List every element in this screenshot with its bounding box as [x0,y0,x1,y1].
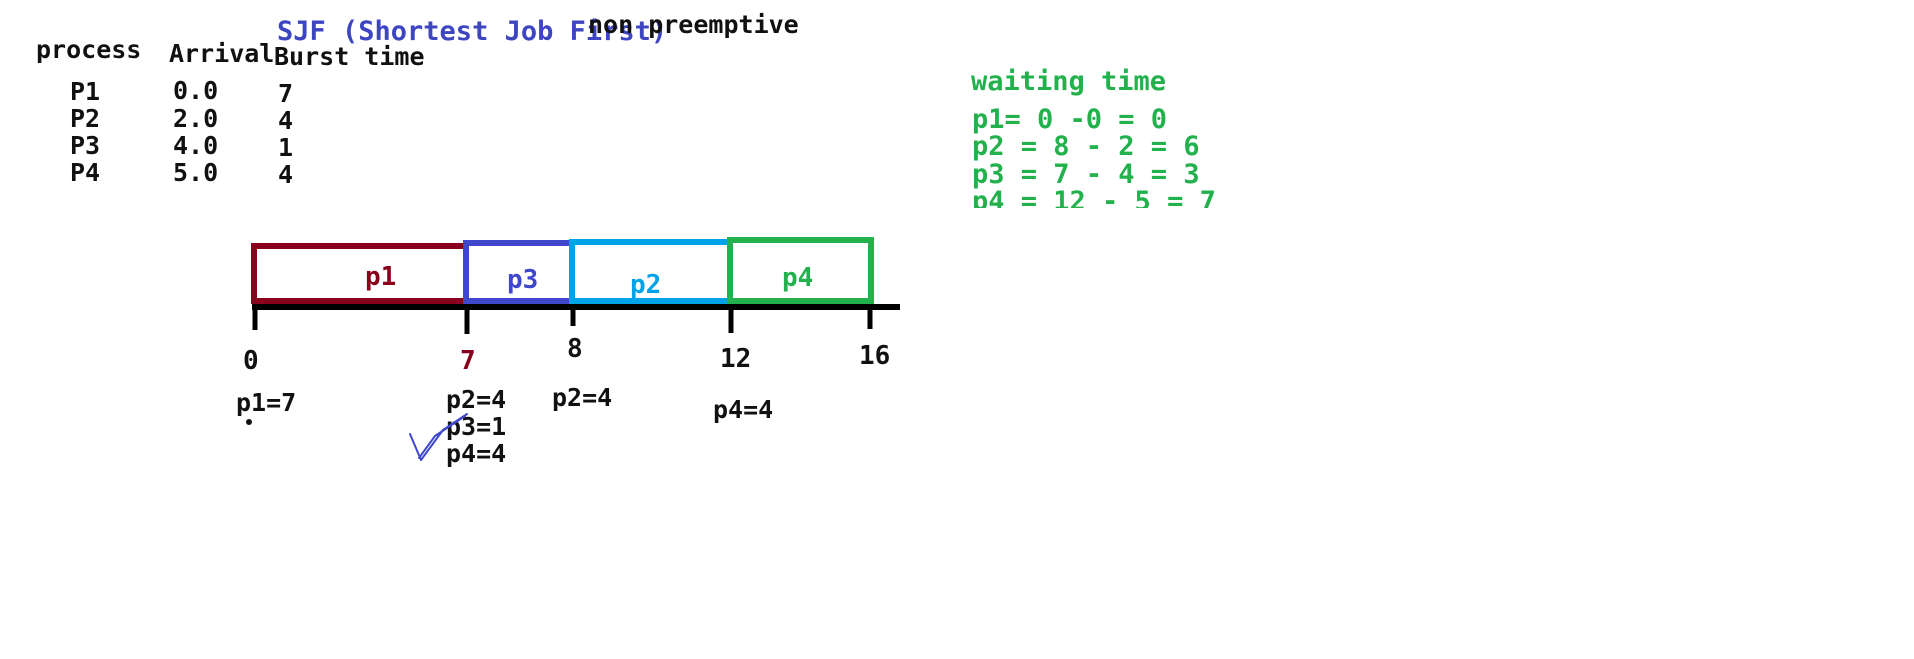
gantt-block-label-p2: p2 [630,270,662,300]
waiting-title: waiting time [971,66,1167,97]
gantt-block-p2 [569,239,734,304]
row-process-p2: P2 [70,104,101,133]
waiting-line-p2: p2 = 8 - 2 = 6 [972,131,1200,162]
tick-label-8: 8 [567,334,583,364]
diagram-title: SJF (Shortest Job First) [277,16,668,47]
checkmark-icon [409,413,468,461]
tick-label-12: 12 [720,344,752,374]
note-at-8: p2=4 [552,383,613,412]
gantt-block-label-p4: p4 [782,263,814,293]
row-process-p4: P4 [70,158,101,187]
header-process: process [36,35,142,64]
row-process-p3: P3 [70,131,101,160]
gantt-block-label-p3: p3 [507,265,539,295]
row-burst-p4: 4 [278,160,294,189]
waiting-line-p1: p1= 0 -0 = 0 [972,104,1168,135]
diagram-subtitle: non preemptive [588,10,799,39]
row-arrival-p3: 4.0 [173,131,219,160]
dot-mark [246,419,252,425]
row-arrival-p4: 5.0 [173,158,219,187]
row-burst-p1: 7 [278,79,294,108]
note-at-0: p1=7 [236,388,297,417]
tick-label-0: 0 [243,346,259,376]
gantt-block-p1 [251,243,470,304]
gantt-block-p4 [727,237,874,304]
row-process-p1: P1 [70,77,101,106]
note-at-7-line-2: p3=1 [446,412,507,441]
header-arrival: Arrival [169,39,275,68]
header-burst: Burst time [274,42,425,71]
gantt-block-label-p1: p1 [365,262,397,292]
row-burst-p3: 1 [278,133,294,162]
tick-label-7: 7 [460,346,476,376]
note-at-7-line-3: p4=4 [446,439,507,468]
note-at-12: p4=4 [713,395,774,424]
row-arrival-p2: 2.0 [173,104,219,133]
note-at-7-line-1: p2=4 [446,385,507,414]
waiting-line-p3: p3 = 7 - 4 = 3 [972,159,1200,190]
row-arrival-p1: 0.0 [173,76,219,105]
tick-label-16: 16 [859,341,891,371]
waiting-clip-mask [960,208,1220,220]
row-burst-p2: 4 [278,106,294,135]
